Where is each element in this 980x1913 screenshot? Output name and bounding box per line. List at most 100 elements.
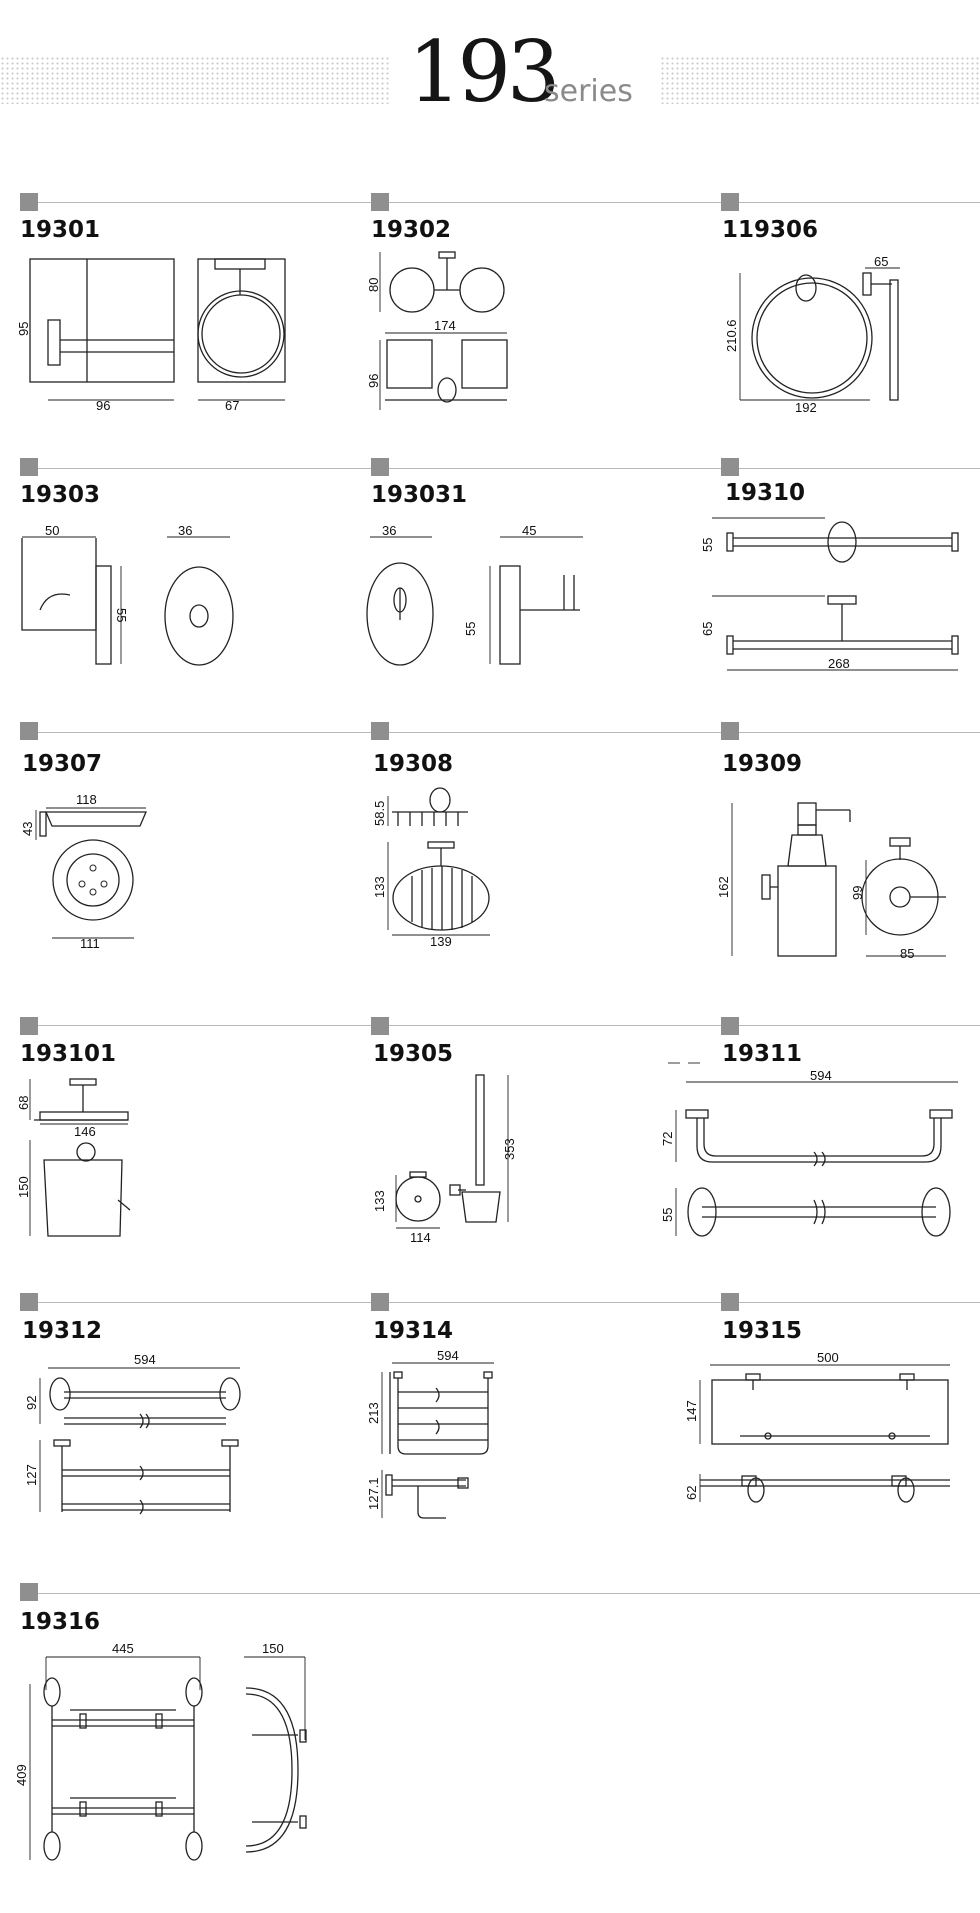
dim-label: 146: [74, 1124, 96, 1139]
section-marker: [721, 193, 739, 211]
row-divider: [20, 202, 980, 203]
section-marker: [721, 1293, 739, 1311]
row-divider: [20, 732, 980, 733]
dim-label: 594: [810, 1068, 832, 1083]
section-marker: [20, 1583, 38, 1601]
product-code: 193031: [371, 482, 468, 508]
section-marker: [371, 722, 389, 740]
section-marker: [20, 1293, 38, 1311]
product-drawing: 594 213 127.1: [366, 1348, 494, 1519]
dim-label: 85: [900, 946, 914, 961]
product-drawing: 65 210.6 192: [724, 254, 900, 415]
dim-label: 139: [430, 934, 452, 949]
row-divider: [20, 1025, 980, 1026]
dim-label: 96: [96, 398, 110, 413]
dotted-pattern-left: [0, 56, 390, 104]
product-code: 193101: [20, 1041, 117, 1067]
dim-label: 36: [178, 523, 192, 538]
product-drawing: 80 174 96: [366, 251, 508, 410]
section-marker: [371, 1293, 389, 1311]
product-code: 19309: [722, 751, 803, 777]
dim-label: 80: [366, 278, 381, 292]
dim-label: 96: [366, 374, 381, 388]
product-code: 19312: [22, 1318, 103, 1344]
dim-label: 99: [850, 886, 865, 900]
dim-label: 92: [24, 1396, 39, 1410]
page-header: 193 series: [0, 0, 980, 150]
dim-label: 50: [45, 523, 59, 538]
section-marker: [20, 1017, 38, 1035]
dim-label: 68: [16, 1096, 31, 1110]
section-marker: [721, 722, 739, 740]
row-divider: [20, 468, 980, 469]
product-code: 19303: [20, 482, 101, 508]
series-number: 193: [408, 23, 560, 121]
dim-label: 36: [382, 523, 396, 538]
product-drawing: 594 92 127: [24, 1352, 241, 1515]
row-divider: [20, 1593, 980, 1594]
dim-label: 133: [372, 876, 387, 898]
series-label: series: [544, 74, 633, 109]
section-marker: [721, 458, 739, 476]
dim-label: 45: [522, 523, 536, 538]
dim-label: 353: [502, 1138, 517, 1160]
section-marker: [371, 1017, 389, 1035]
dim-label: 55: [660, 1208, 675, 1222]
dim-label: 114: [410, 1230, 431, 1245]
dim-label: 111: [80, 936, 100, 951]
dim-label: 62: [684, 1486, 699, 1500]
dim-label: 594: [134, 1352, 156, 1367]
dim-label: 150: [262, 1641, 284, 1656]
dim-label: 445: [112, 1641, 134, 1656]
dim-label: 210.6: [724, 319, 739, 352]
product-code: 19307: [22, 751, 103, 777]
product-drawing: 118 43 111: [20, 792, 147, 951]
dim-label: 192: [795, 400, 817, 415]
row-divider: [20, 1302, 980, 1303]
dim-label: 133: [372, 1190, 387, 1212]
section-marker: [20, 193, 38, 211]
product-drawing: 68 146 150: [16, 1078, 131, 1237]
dim-label: 500: [817, 1350, 839, 1365]
dim-label: 72: [660, 1132, 675, 1146]
product-code: 19310: [725, 480, 806, 506]
dim-label: 55: [114, 608, 129, 622]
dim-label: 162: [716, 876, 731, 898]
dim-label: 118: [76, 792, 97, 807]
dim-label: 147: [684, 1400, 699, 1422]
section-marker: [20, 722, 38, 740]
product-drawing: 95 96 67: [16, 258, 286, 413]
dim-label: 213: [366, 1402, 381, 1424]
dotted-pattern-right: [660, 56, 980, 104]
product-code: 119306: [722, 217, 819, 243]
dim-label: 65: [874, 254, 888, 269]
dim-label: 174: [434, 318, 456, 333]
dim-label: 55: [463, 622, 478, 636]
product-code: 19311: [722, 1041, 803, 1067]
section-marker: [20, 458, 38, 476]
dim-label: 55: [700, 538, 715, 552]
product-code: 19308: [373, 751, 454, 777]
product-drawing: 500 147 62: [684, 1350, 950, 1503]
dim-label: 67: [225, 398, 239, 413]
product-code: 19314: [373, 1318, 454, 1344]
dim-label: 43: [20, 822, 35, 836]
product-drawing: 58.5 133 139: [372, 787, 490, 949]
dim-label: 127: [24, 1464, 39, 1486]
product-drawing: 55 65 268: [700, 517, 959, 671]
section-marker: [371, 193, 389, 211]
product-drawing: 50 36 55: [21, 523, 234, 666]
dim-label: 594: [437, 1348, 459, 1363]
product-drawing: 445 150 409: [14, 1641, 307, 1861]
product-drawing: 353 133 114: [372, 1074, 517, 1245]
dim-label: 150: [16, 1176, 31, 1198]
dim-label: 95: [16, 322, 31, 336]
dim-label: 58.5: [372, 801, 387, 826]
dim-label: 65: [700, 622, 715, 636]
dim-label: 409: [14, 1764, 29, 1786]
section-marker: [371, 458, 389, 476]
product-code: 19316: [20, 1609, 101, 1635]
section-marker: [721, 1017, 739, 1035]
dim-label: 268: [828, 656, 850, 671]
dim-label: 127.1: [366, 1477, 381, 1510]
